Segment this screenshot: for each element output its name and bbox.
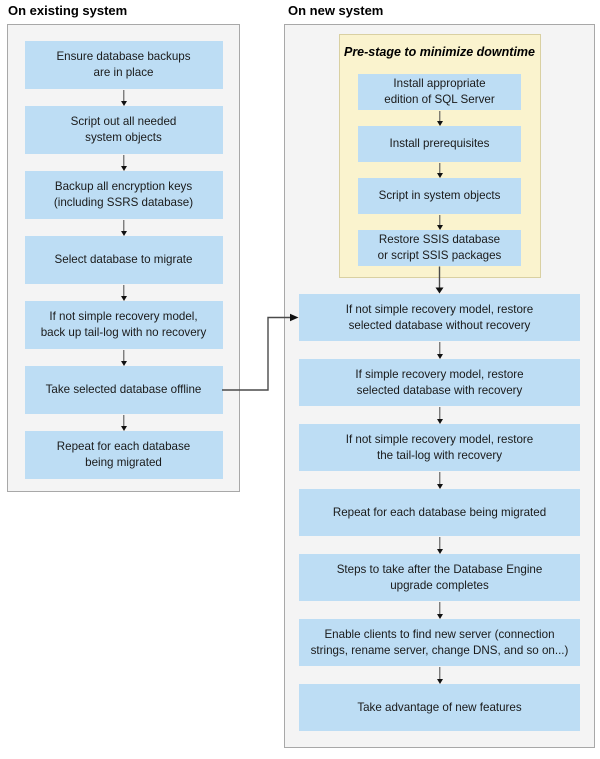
down-arrow: [434, 601, 446, 619]
step-post-upgrade-steps: Steps to take after the Database Engine …: [299, 554, 580, 601]
down-arrow: [434, 471, 446, 489]
step-script-system-objects: Script out all needed system objects: [24, 106, 223, 154]
step-backup-encryption-keys: Backup all encryption keys (including SS…: [24, 171, 223, 219]
step-ensure-backups: Ensure database backups are in place: [24, 41, 223, 89]
down-arrow: [434, 214, 446, 230]
step-install-sql-server: Install appropriate edition of SQL Serve…: [358, 74, 521, 110]
step-restore-without-recovery: If not simple recovery model, restore se…: [299, 294, 580, 341]
down-arrow: [434, 536, 446, 554]
step-restore-with-recovery: If simple recovery model, restore select…: [299, 359, 580, 406]
step-restore-tail-log: If not simple recovery model, restore th…: [299, 424, 580, 471]
new-system-title: On new system: [288, 3, 384, 18]
down-arrow: [434, 341, 446, 359]
step-enable-clients: Enable clients to find new server (conne…: [299, 619, 580, 666]
step-repeat-each-database-new: Repeat for each database being migrated: [299, 489, 580, 536]
down-arrow: [118, 414, 130, 431]
existing-system-panel: Ensure database backups are in place Scr…: [7, 24, 240, 492]
step-take-database-offline: Take selected database offline: [24, 366, 223, 414]
step-backup-tail-log: If not simple recovery model, back up ta…: [24, 301, 223, 349]
down-arrow: [434, 162, 446, 178]
new-system-panel: Pre-stage to minimize downtime Install a…: [284, 24, 595, 748]
down-arrow: [118, 349, 130, 366]
down-arrow: [118, 89, 130, 106]
down-arrow: [118, 284, 130, 301]
prestage-title: Pre-stage to minimize downtime: [343, 45, 535, 59]
down-arrow: [118, 154, 130, 171]
down-arrow: [434, 110, 446, 126]
down-arrow: [434, 406, 446, 424]
down-arrow: [434, 666, 446, 684]
step-repeat-each-database: Repeat for each database being migrated: [24, 431, 223, 479]
existing-system-title: On existing system: [8, 3, 128, 18]
down-arrow: [118, 219, 130, 236]
step-new-features: Take advantage of new features: [299, 684, 580, 731]
step-script-in-system-objects: Script in system objects: [358, 178, 521, 214]
step-install-prerequisites: Install prerequisites: [358, 126, 521, 162]
prestage-panel: Pre-stage to minimize downtime Install a…: [338, 34, 541, 278]
step-restore-ssis: Restore SSIS database or script SSIS pac…: [358, 230, 521, 266]
step-select-database: Select database to migrate: [24, 236, 223, 284]
